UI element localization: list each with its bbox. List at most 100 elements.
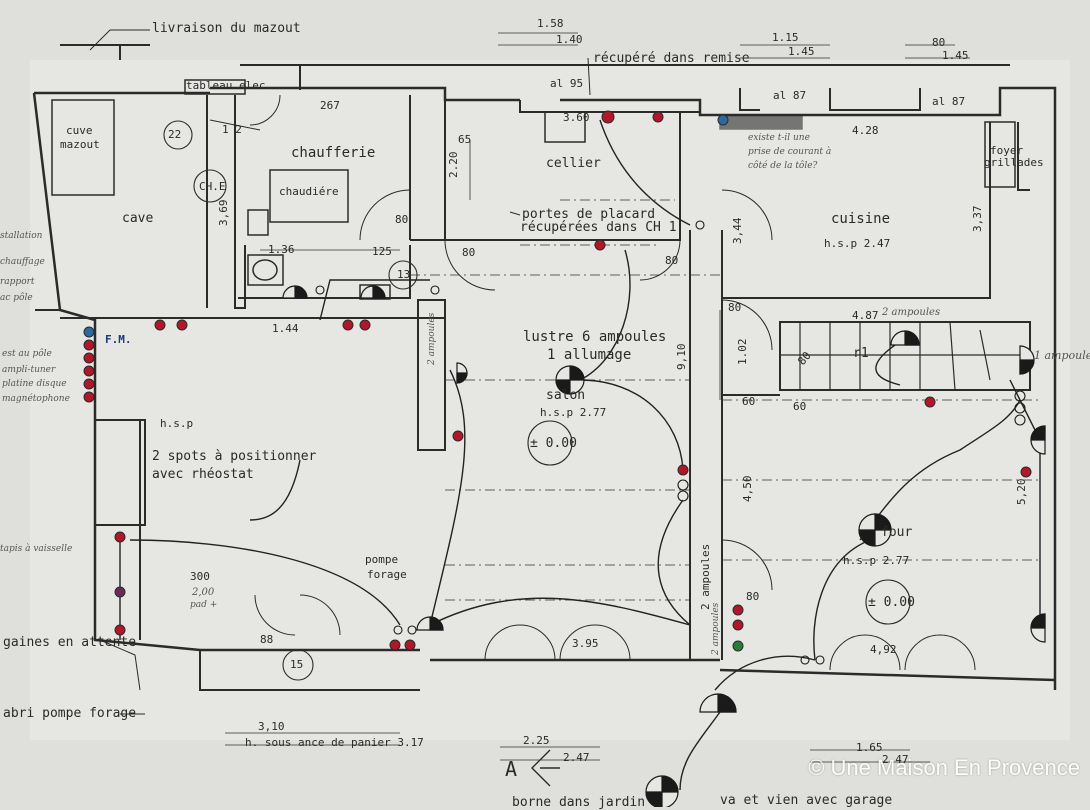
- boiler-label: chaudiére: [279, 186, 339, 197]
- room-label-cuisine: cuisine: [831, 212, 890, 226]
- note-hsp-salon: h.s.p 2.77: [540, 407, 606, 418]
- outlet: [84, 353, 94, 363]
- dim: 3.95: [572, 638, 599, 649]
- outlet: [390, 640, 400, 650]
- handwritten-note: pad +: [190, 601, 217, 610]
- dim: al 87: [932, 96, 965, 107]
- dim: 1.45: [788, 46, 815, 57]
- note-lustre-1: lustre 6 ampoules: [523, 330, 666, 344]
- outlet: [360, 320, 370, 330]
- dim: 1.65: [856, 742, 883, 753]
- handwritten-note: 2,00: [192, 588, 214, 598]
- room-label-cave: cave: [122, 212, 153, 225]
- handwritten-note: magnétophone: [2, 395, 70, 404]
- dim: 1.40: [556, 34, 583, 45]
- handwritten-note: tapis à vaisselle: [0, 545, 72, 554]
- note-recupere: récupéré dans remise: [593, 52, 750, 65]
- dim: 80: [462, 247, 475, 258]
- outlet: [718, 115, 728, 125]
- section-letter-a: A: [505, 759, 517, 779]
- handwritten-note: 1 ampoule: [1034, 350, 1090, 361]
- light-fixture-icon: [646, 776, 678, 807]
- watermark: © Une Maison En Provence: [808, 755, 1080, 781]
- dim: 60: [742, 396, 755, 407]
- note-tableau: tableau elec: [186, 80, 265, 91]
- note-gaines: gaines en attente: [3, 636, 136, 649]
- note-foyer-1: foyer: [990, 145, 1023, 156]
- outlet: [925, 397, 935, 407]
- dim: 4,50: [742, 476, 753, 503]
- outlet: [84, 327, 94, 337]
- dim: 65: [458, 134, 471, 145]
- room-label-chaufferie: chaufferie: [291, 146, 375, 160]
- label-r1: r1: [853, 347, 869, 360]
- dim: 80: [746, 591, 759, 602]
- dim: 2.47: [563, 752, 590, 763]
- note-hsp-four: h.s.p 2.77: [843, 555, 909, 566]
- dim: 80: [728, 302, 741, 313]
- handwritten-note: chauffage: [0, 258, 45, 267]
- outlet: [678, 465, 688, 475]
- note-hsp-left: h.s.p: [160, 418, 193, 429]
- note-pompe-2: forage: [367, 569, 407, 580]
- outlet: [84, 366, 94, 376]
- dim: 5,20: [1016, 479, 1027, 506]
- room-label-cellier: cellier: [546, 157, 601, 170]
- dim: 267: [320, 100, 340, 111]
- dim: 300: [190, 571, 210, 582]
- dim: 4,92: [870, 644, 897, 655]
- outlet: [115, 587, 125, 597]
- level-salon: ± 0.00: [530, 437, 577, 450]
- label-two-ampoules: 2 ampoules: [700, 544, 711, 610]
- outlet: [84, 392, 94, 402]
- dim: 3,37: [972, 206, 983, 233]
- handwritten-note: existe t-il une: [748, 134, 810, 143]
- dim: 3,44: [732, 218, 743, 245]
- outlet: [84, 379, 94, 389]
- note-lustre-2: 1 allumage: [547, 348, 631, 362]
- dim: 3.60: [563, 112, 590, 123]
- dim: 125: [372, 246, 392, 257]
- dim: 3,10: [258, 721, 285, 732]
- handwritten-note: prise de courant à: [748, 148, 831, 157]
- handwritten-note: 2 ampoules: [882, 308, 940, 318]
- circle-number-22: 22: [168, 129, 181, 140]
- label-che: CH.E: [199, 181, 226, 192]
- outlet: [653, 112, 663, 122]
- handwritten-note: platine disque: [2, 380, 67, 389]
- outlet: [733, 620, 743, 630]
- dim: 2.20: [448, 152, 459, 179]
- note-spots-2: avec rhéostat: [152, 468, 254, 481]
- dim: 2.25: [523, 735, 550, 746]
- dim: 80: [395, 214, 408, 225]
- handwritten-note: est au pôle: [2, 350, 52, 359]
- handwritten-note: stallation: [0, 232, 42, 241]
- dim: al 95: [550, 78, 583, 89]
- note-va-et-vient: va et vien avec garage: [720, 794, 892, 807]
- dim: 1.44: [272, 323, 299, 334]
- note-spots-1: 2 spots à positionner: [152, 450, 316, 463]
- dim: 4.28: [852, 125, 879, 136]
- handwritten-note: rapport: [0, 278, 35, 287]
- note-pompe-1: pompe: [365, 554, 398, 565]
- outlet: [1021, 467, 1031, 477]
- circle-number-13: 13: [397, 269, 410, 280]
- dim: al 87: [773, 90, 806, 101]
- outlet: [115, 625, 125, 635]
- note-h-sous: h. sous ance de panier 3.17: [245, 737, 424, 748]
- dim: 1.15: [772, 32, 799, 43]
- outlet: [343, 320, 353, 330]
- note-livraison: livraison du mazout: [152, 22, 301, 35]
- room-label-four: four: [881, 526, 912, 539]
- handwritten-note: ampli-tuner: [2, 366, 55, 375]
- handwritten-note: 2 ampoules: [712, 603, 721, 655]
- dim: 4.87: [852, 310, 879, 321]
- dim: 1.45: [942, 50, 969, 61]
- dim: 80: [665, 255, 678, 266]
- outlet: [84, 340, 94, 350]
- dim: 1.02: [737, 339, 748, 366]
- note-foyer-2: grillades: [984, 157, 1044, 168]
- room-label-salon: salon: [546, 389, 585, 402]
- outlet: [453, 431, 463, 441]
